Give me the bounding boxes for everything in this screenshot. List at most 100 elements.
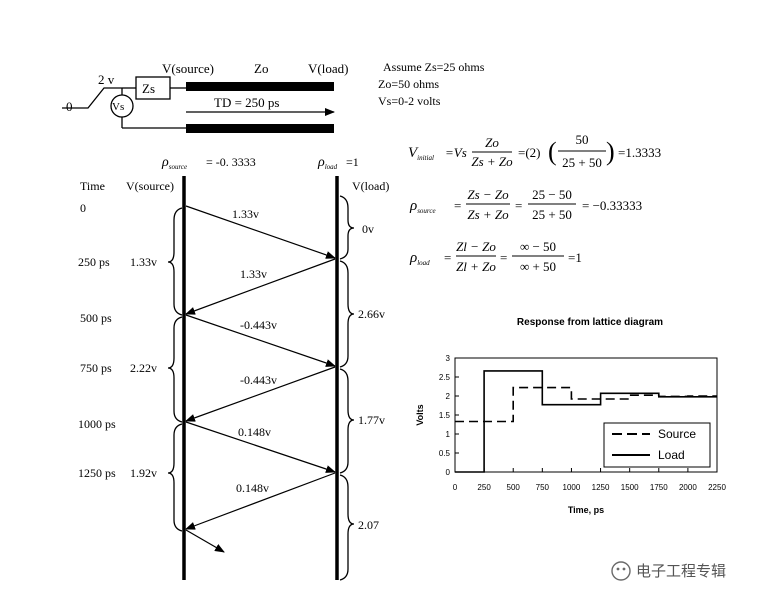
- equation-rho-source: ρsource = Zs − Zo Zs + Zo = 25 − 50 25 +…: [409, 187, 642, 222]
- vsource-header: V(source): [126, 179, 174, 193]
- y-tick-label: 2.5: [439, 373, 451, 382]
- assume-line-3: Vs=0-2 volts: [378, 94, 441, 108]
- wechat-icon: [611, 561, 631, 581]
- wave-arrows: [185, 205, 336, 553]
- rho-source-frac1-num: Zs − Zo: [467, 187, 509, 202]
- legend-source-label: Source: [658, 427, 696, 441]
- wave-label: -0.443v: [240, 318, 277, 332]
- rho-load-frac1-num: Zl − Zo: [456, 239, 496, 254]
- time-label: 0: [80, 201, 86, 215]
- wave-arrow-1: [185, 205, 336, 259]
- load-voltage: 2.07: [358, 518, 379, 532]
- equation-v-initial: Vinitial =Vs Zo Zs + Zo =(2) ( 50 25 + 5…: [408, 132, 661, 170]
- y-tick-label: 1.5: [439, 411, 451, 420]
- load-braces: [339, 195, 355, 581]
- x-tick-label: 0: [453, 483, 458, 492]
- x-tick-label: 1000: [563, 483, 581, 492]
- wave-arrow-2: [185, 258, 336, 315]
- brace-load: [339, 260, 355, 368]
- x-tick-label: 500: [507, 483, 521, 492]
- v-initial-frac2-den: 25 + 50: [562, 155, 602, 170]
- rho-source-result: = −0.33333: [582, 198, 642, 213]
- step-zero-label: 0: [66, 99, 73, 114]
- vload-header: V(load): [352, 179, 389, 193]
- wave-arrow-6: [185, 472, 336, 530]
- time-labels: 0 250 ps 500 ps 750 ps 1000 ps 1250 ps: [78, 201, 116, 480]
- wave-arrow-3: [185, 314, 336, 367]
- source-braces: [167, 207, 183, 532]
- wave-label: 0.148v: [236, 481, 269, 495]
- y-axis-ticks: 00.511.522.53: [439, 354, 459, 477]
- series-line-load: [455, 370, 717, 473]
- chart-title: Response from lattice diagram: [517, 317, 663, 328]
- v-initial-frac1-num: Zo: [485, 135, 499, 150]
- chart-series: [455, 370, 717, 473]
- load-voltage: 1.77v: [358, 413, 385, 427]
- rho-load-eq-symbol: ρload: [409, 250, 430, 267]
- load-voltage: 2.66v: [358, 307, 385, 321]
- time-label: 250 ps: [78, 255, 110, 269]
- v-initial-frac2-num: 50: [576, 132, 589, 147]
- rho-load-value: =1: [346, 155, 359, 169]
- tline-bottom-conductor: [186, 124, 334, 133]
- watermark: 电子工程专辑: [611, 561, 726, 581]
- eq-sign: =Vs: [445, 145, 467, 160]
- circuit-schematic: 0 2 v Zs Vs TD = 250 ps V(source) Zo V(l…: [62, 60, 485, 133]
- time-label: 1000 ps: [78, 417, 116, 431]
- zs-label: Zs: [142, 81, 155, 96]
- assume-line-1: Assume Zs=25 ohms: [383, 60, 485, 74]
- close-paren: ): [606, 137, 615, 166]
- step-high-label: 2 v: [98, 72, 115, 87]
- time-header: Time: [80, 179, 105, 193]
- rho-load-symbol: ρload: [317, 155, 338, 171]
- rho-source-eq-symbol: ρsource: [409, 198, 436, 215]
- td-label: TD = 250 ps: [214, 95, 279, 110]
- source-voltage-labels: 1.33v 2.22v 1.92v: [130, 255, 157, 480]
- eq-sign: =: [515, 198, 522, 213]
- rho-load-frac2-num: ∞ − 50: [520, 239, 556, 254]
- y-tick-label: 1: [446, 430, 451, 439]
- source-voltage: 1.92v: [130, 466, 157, 480]
- rho-load-frac1-den: Zl + Zo: [456, 259, 496, 274]
- x-axis-label: Time, ps: [568, 505, 604, 515]
- response-chart: Response from lattice diagram 00.511.522…: [415, 317, 726, 515]
- rho-source-frac2-den: 25 + 50: [532, 207, 572, 222]
- eq-sign: =: [454, 198, 461, 213]
- rho-source-frac2-num: 25 − 50: [532, 187, 572, 202]
- brace-load: [339, 368, 355, 474]
- rho-source-symbol: ρsource: [161, 155, 187, 171]
- rho-source-value: = -0. 3333: [206, 155, 256, 169]
- tline-top-conductor: [186, 82, 334, 91]
- brace-source: [167, 207, 183, 316]
- y-tick-label: 0: [446, 468, 451, 477]
- rho-source-frac1-den: Zs + Zo: [467, 207, 509, 222]
- y-tick-label: 2: [446, 392, 451, 401]
- step-waveform: [62, 87, 122, 109]
- chart-legend: Source Load: [603, 422, 711, 468]
- vload-node-label: V(load): [308, 61, 348, 76]
- x-tick-label: 1500: [621, 483, 639, 492]
- y-tick-label: 3: [446, 354, 451, 363]
- brace-source: [167, 316, 183, 423]
- time-label: 500 ps: [80, 311, 112, 325]
- equations: Vinitial =Vs Zo Zs + Zo =(2) ( 50 25 + 5…: [408, 132, 661, 274]
- zo-label: Zo: [254, 61, 268, 76]
- v-initial-symbol: Vinitial: [408, 145, 434, 162]
- brace-load: [339, 474, 355, 581]
- eq-sign: =: [444, 250, 451, 265]
- v-initial-result: =1.3333: [618, 145, 661, 160]
- wave-arrow-7: [185, 529, 225, 553]
- wave-label: -0.443v: [240, 373, 277, 387]
- wave-arrow-5: [185, 421, 336, 473]
- wave-label: 1.33v: [232, 207, 259, 221]
- rho-load-result: =1: [568, 250, 582, 265]
- source-voltage: 1.33v: [130, 255, 157, 269]
- v-initial-frac1-den: Zs + Zo: [471, 154, 513, 169]
- x-tick-label: 250: [477, 483, 491, 492]
- wechat-icon-eye: [616, 567, 620, 571]
- open-paren: (: [548, 137, 557, 166]
- equation-rho-load: ρload = Zl − Zo Zl + Zo = ∞ − 50 ∞ + 50 …: [409, 239, 582, 274]
- lattice-diagram: ρsource = -0. 3333 ρload =1 Time V(sourc…: [78, 155, 389, 581]
